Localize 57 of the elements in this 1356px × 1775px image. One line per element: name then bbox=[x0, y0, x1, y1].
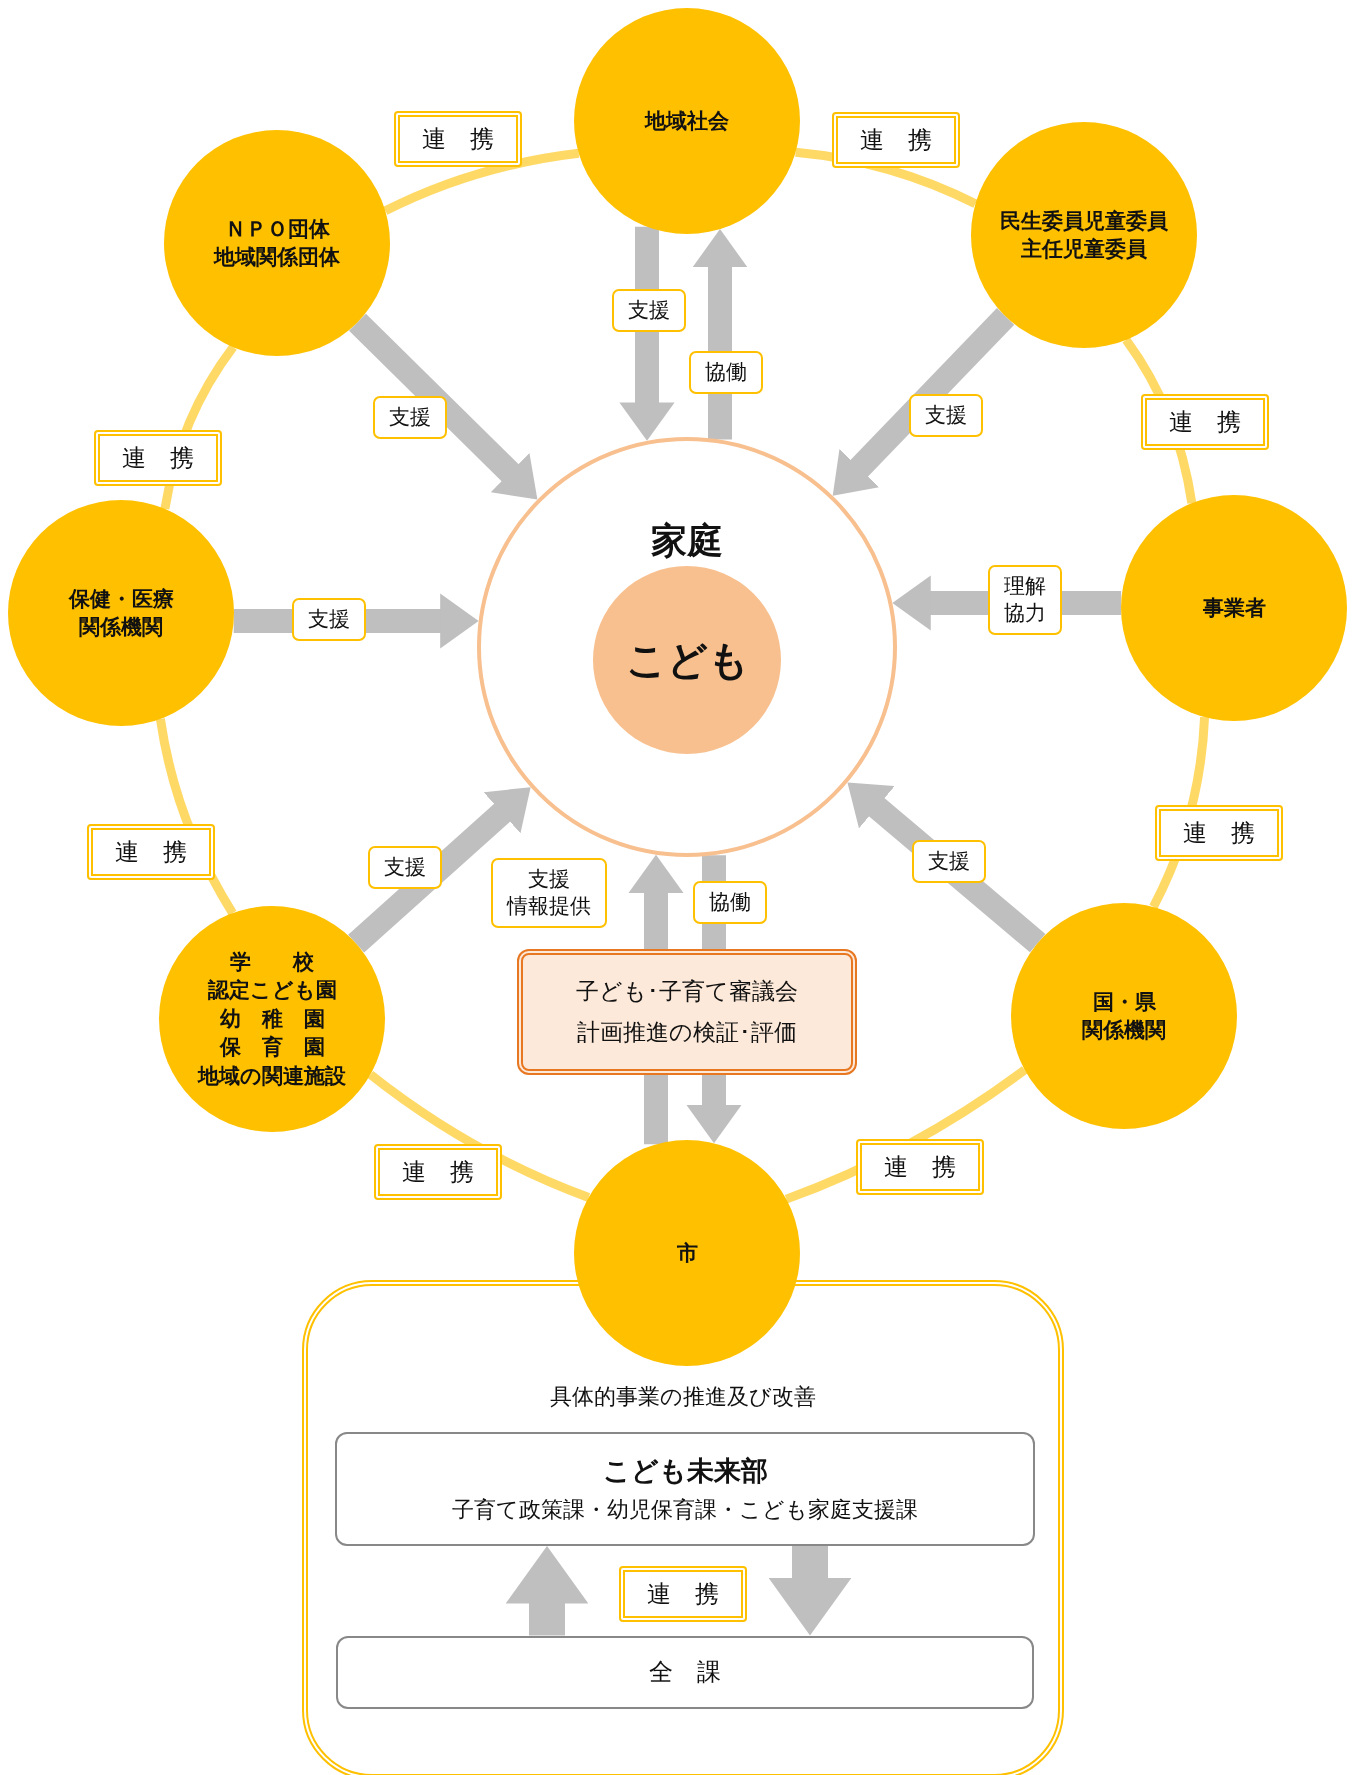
edge-label: 連 携 bbox=[394, 111, 522, 167]
arrow bbox=[628, 854, 684, 949]
edge-label: 連 携 bbox=[87, 824, 215, 880]
node-label: 保 育 園 bbox=[219, 1034, 325, 1062]
arrow bbox=[692, 229, 748, 440]
edge-label: 連 携 bbox=[1155, 805, 1283, 861]
node-label: 学 校 bbox=[230, 949, 314, 977]
arrow bbox=[348, 787, 531, 953]
department-box bbox=[335, 1432, 1035, 1546]
node-label: こども未来部 bbox=[602, 1454, 768, 1488]
city-panel bbox=[302, 1280, 1064, 1775]
node-label: 保健・医療関係機関 bbox=[68, 585, 174, 641]
node-label: 地域社会 bbox=[645, 107, 729, 135]
connector-line bbox=[367, 1070, 591, 1202]
node-label: 家庭 bbox=[651, 519, 723, 563]
link-label: 連 携 bbox=[619, 1566, 747, 1622]
node-label: 子育て政策課・幼児保育課・こども家庭支援課 bbox=[452, 1496, 918, 1524]
edge-label: 連 携 bbox=[856, 1139, 984, 1195]
node-label: 地域の関連施設 bbox=[198, 1062, 346, 1090]
arrow bbox=[619, 226, 675, 441]
arrow bbox=[832, 308, 1015, 496]
edge-label: 支援 bbox=[612, 288, 686, 332]
edge-label: 連 携 bbox=[1141, 394, 1269, 450]
edge-label: 支援 bbox=[909, 393, 983, 437]
node-label: 幼 稚 園 bbox=[219, 1005, 325, 1033]
arrow bbox=[349, 313, 538, 500]
edge-label: 協働 bbox=[693, 880, 767, 924]
node-label: 地域関係団体 bbox=[214, 244, 340, 271]
node-label: 市 bbox=[676, 1239, 698, 1267]
edge-label: 協働 bbox=[689, 350, 763, 394]
node-label: 子ども･子育て審議会 bbox=[576, 976, 798, 1006]
arrow bbox=[505, 1546, 589, 1636]
connector-line bbox=[383, 148, 580, 215]
arrow bbox=[768, 1546, 852, 1636]
node-label: ＮＰＯ団体 bbox=[224, 215, 330, 243]
edge-label: 支援 bbox=[368, 845, 442, 889]
node-label: 具体的事業の推進及び改善 bbox=[550, 1383, 816, 1411]
node-label: 国・県関係機関 bbox=[1082, 988, 1166, 1044]
edge-label: 支援 bbox=[292, 597, 366, 641]
department-box bbox=[336, 1635, 1034, 1709]
edge-label: 連 携 bbox=[94, 430, 222, 486]
connector-line bbox=[644, 1075, 668, 1145]
node-label: 全 課 bbox=[649, 1657, 721, 1688]
edge-label: 連 携 bbox=[832, 112, 960, 168]
node-label: 民生委員児童委員 bbox=[1000, 207, 1168, 235]
council-box bbox=[517, 949, 857, 1075]
edge-label: 支援 bbox=[912, 839, 986, 883]
edge-label: 連 携 bbox=[374, 1144, 502, 1200]
node-label: こども bbox=[625, 635, 749, 685]
node-label: 主任児童委員 bbox=[1021, 236, 1147, 263]
node-label: 事業者 bbox=[1202, 594, 1266, 622]
edge-label: 支援 bbox=[373, 395, 447, 439]
node-label: 計画推進の検証･評価 bbox=[577, 1018, 797, 1047]
edge-label: 理解協力 bbox=[988, 564, 1062, 636]
node-label: 認定こども園 bbox=[207, 977, 337, 1005]
edge-label: 支援情報提供 bbox=[491, 857, 607, 929]
arrow bbox=[686, 1075, 742, 1144]
